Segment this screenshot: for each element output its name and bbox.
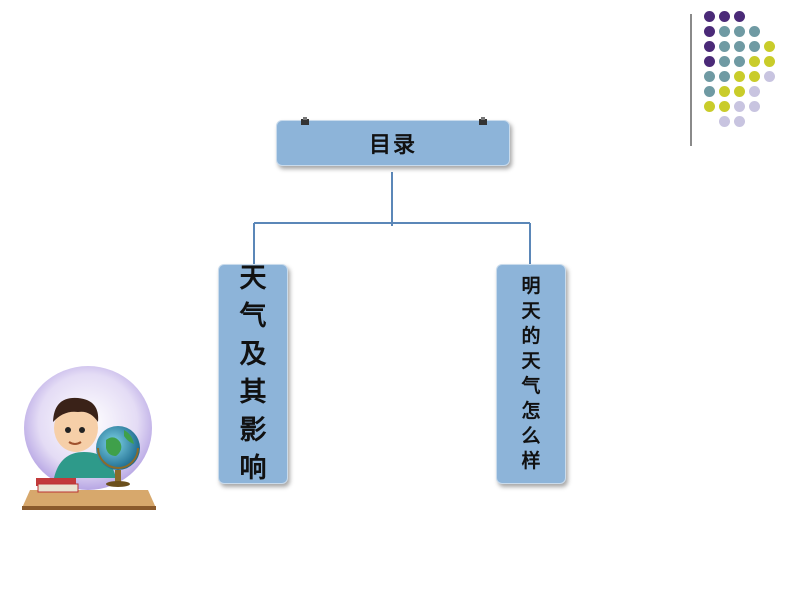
decorative-dot: [734, 86, 745, 97]
decorative-dot: [734, 26, 745, 37]
binder-clip-icon: [479, 117, 487, 125]
corner-divider-line: [690, 14, 692, 146]
decorative-dot: [734, 101, 745, 112]
decorative-dot: [719, 56, 730, 67]
decorative-dot: [749, 71, 760, 82]
decorative-dot: [734, 116, 745, 127]
boy-with-globe-illustration: [22, 366, 156, 510]
decorative-dot: [704, 71, 715, 82]
decorative-dot: [704, 41, 715, 52]
branch-label-char: 影: [239, 415, 267, 446]
decorative-dot: [704, 56, 715, 67]
decorative-dot: [764, 56, 775, 67]
decorative-dot: [719, 86, 730, 97]
root-node-label: 目录: [368, 133, 417, 158]
branch-label-char: 样: [521, 450, 541, 472]
branch-label-char: 天: [521, 300, 541, 322]
decorative-dot: [704, 101, 715, 112]
decorative-dot: [719, 71, 730, 82]
branch-node-weather-effects: 天气及其影响: [218, 263, 288, 484]
decorative-dot: [704, 86, 715, 97]
branch-label-char: 气: [239, 301, 267, 332]
root-node-title: 目录: [276, 120, 510, 166]
decorative-dot: [704, 11, 715, 22]
branch-label-char: 气: [521, 375, 541, 397]
decorative-dot: [749, 101, 760, 112]
binder-clip-icon: [301, 117, 309, 125]
decorative-dot: [749, 26, 760, 37]
branch-label-char: 响: [239, 453, 267, 484]
decorative-dot: [764, 41, 775, 52]
branch-label-char: 天: [521, 350, 541, 372]
branch-label-char: 么: [521, 425, 541, 447]
decorative-dot: [719, 116, 730, 127]
decorative-dot: [734, 71, 745, 82]
branch-label-char: 明: [521, 275, 541, 297]
branch-node-label: 天气及其影响: [240, 260, 267, 488]
decorative-dot: [719, 11, 730, 22]
decorative-dot: [764, 71, 775, 82]
decorative-dot: [749, 41, 760, 52]
decorative-dot: [704, 26, 715, 37]
branch-label-char: 及: [239, 339, 267, 370]
decorative-dot: [749, 86, 760, 97]
branch-node-tomorrow-weather: 明天的天气怎么样: [496, 264, 566, 484]
decorative-dot: [734, 11, 745, 22]
branch-label-char: 其: [239, 377, 267, 408]
decorative-dot: [749, 56, 760, 67]
branch-node-label: 明天的天气怎么样: [521, 274, 540, 474]
decorative-dot: [734, 56, 745, 67]
branch-label-char: 天: [239, 263, 267, 294]
decorative-dot: [734, 41, 745, 52]
branch-label-char: 怎: [521, 400, 541, 422]
corner-dot-pattern: [704, 11, 788, 131]
decorative-dot: [719, 101, 730, 112]
branch-label-char: 的: [521, 325, 541, 347]
decorative-dot: [719, 41, 730, 52]
decorative-dot: [719, 26, 730, 37]
